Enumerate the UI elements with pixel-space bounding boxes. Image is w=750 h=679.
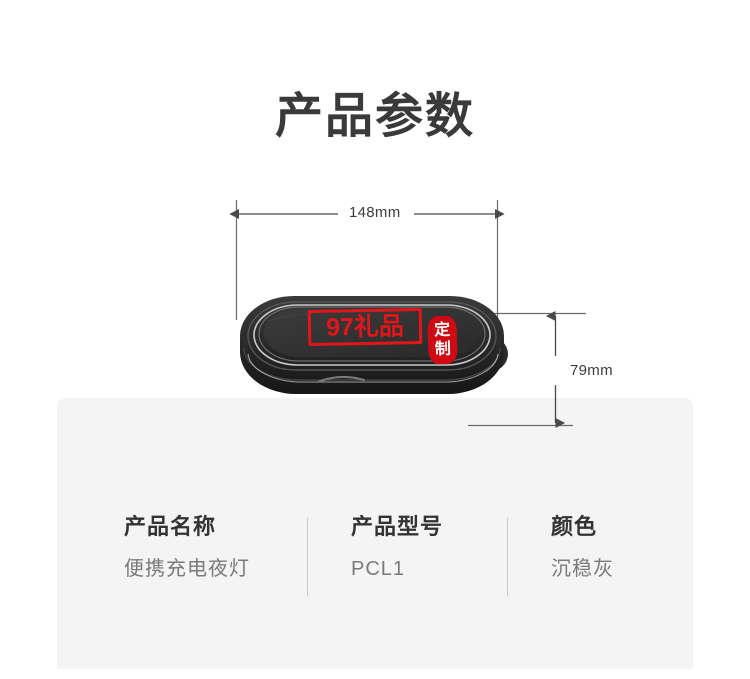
width-dimension-label: 148mm bbox=[341, 204, 409, 222]
stamp-char-bottom: 制 bbox=[434, 340, 452, 359]
stamp-char-top: 定 bbox=[433, 321, 451, 340]
spec-value-product-name: 便携充电夜灯 bbox=[124, 558, 250, 580]
spec-table: 产品名称 便携充电夜灯 产品型号 PCL1 颜色 沉稳灰 bbox=[57, 512, 693, 604]
custom-stamp: 定 制 bbox=[427, 315, 458, 365]
product-image: 97礼品 定 制 bbox=[232, 276, 514, 416]
page-title: 产品参数 bbox=[274, 90, 475, 143]
spec-value-model: PCL1 bbox=[351, 558, 406, 580]
spec-column-product-name: 产品名称 便携充电夜灯 bbox=[124, 512, 250, 583]
spec-column-color: 颜色 沉稳灰 bbox=[551, 512, 614, 583]
watermark-label: 97礼品 bbox=[307, 308, 423, 346]
height-dimension-label: 79mm bbox=[570, 362, 613, 379]
spec-divider-2 bbox=[507, 518, 508, 596]
spec-label-model: 产品型号 bbox=[351, 514, 444, 539]
spec-label-color: 颜色 bbox=[551, 514, 598, 539]
spec-divider-1 bbox=[307, 518, 308, 596]
spec-label-product-name: 产品名称 bbox=[124, 514, 217, 539]
product-illustration-svg bbox=[240, 296, 508, 394]
spec-panel-background bbox=[57, 398, 693, 669]
spec-column-model: 产品型号 PCL1 bbox=[351, 512, 443, 583]
spec-value-color: 沉稳灰 bbox=[551, 558, 614, 580]
